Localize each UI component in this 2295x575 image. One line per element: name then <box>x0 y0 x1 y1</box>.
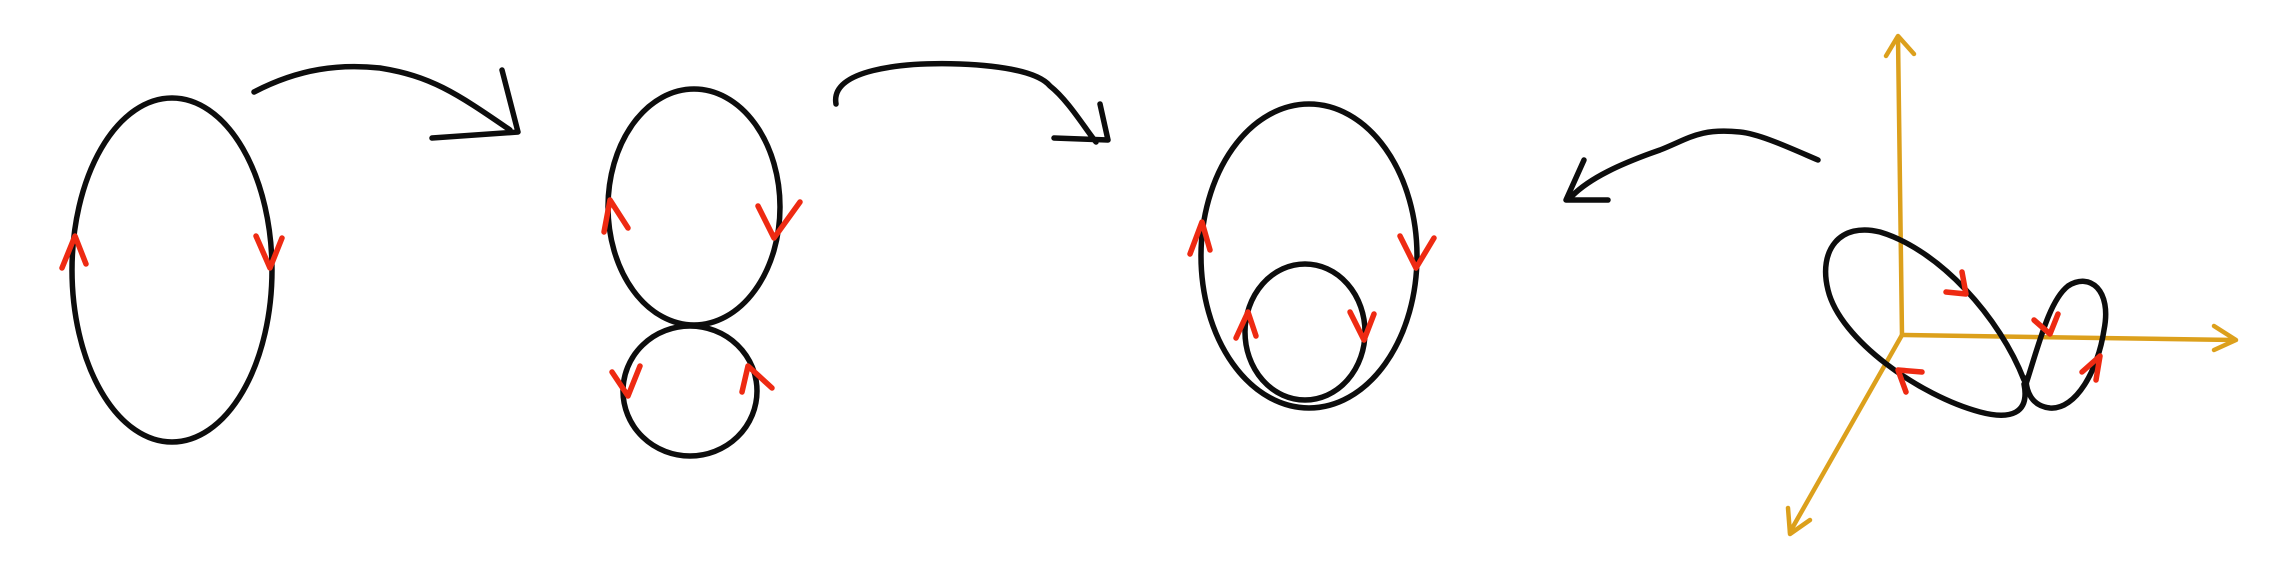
x-axis <box>1899 332 2237 343</box>
arrow-on-small-lobe-bottom <box>2079 353 2103 383</box>
down-arrow-inner-right <box>1347 309 1377 343</box>
z-axis <box>1895 35 1905 338</box>
up-arrow-left <box>601 197 631 235</box>
arrow-on-upper-lobe <box>1943 269 1969 297</box>
down-arrow-right <box>253 233 285 271</box>
loop-curve <box>69 95 275 445</box>
curved-arrow-2-shaft <box>833 60 1099 145</box>
transition-arrow-1 <box>251 63 521 141</box>
down-arrow-outer-right <box>1397 233 1437 271</box>
y-axis <box>1787 332 1905 535</box>
arrow-on-small-lobe-top <box>2031 311 2061 337</box>
curved-arrow-1-shaft <box>251 63 513 133</box>
up-arrow-outer-left <box>1187 219 1213 257</box>
figure-nested-loops <box>1187 101 1437 411</box>
curved-arrow-3-shaft <box>1569 128 1821 199</box>
up-arrow-inner-left <box>1233 309 1259 341</box>
lower-loop-curve <box>620 323 760 459</box>
y-axis-arrowhead <box>1785 505 1813 537</box>
twisted-loop-small-lobe <box>2023 278 2109 411</box>
twisted-loop-large-lobe <box>1822 227 2028 418</box>
curved-arrow-3-head <box>1563 157 1611 203</box>
figure-twisted-loop-3d <box>1785 33 2239 537</box>
figure-single-loop <box>59 95 285 445</box>
outer-loop-curve <box>1198 101 1420 411</box>
curved-arrow-1-head <box>429 67 521 141</box>
down-arrow-right <box>755 199 803 241</box>
up-arrow-left <box>59 233 89 271</box>
x-axis-arrowhead <box>2211 323 2239 353</box>
arrow-on-lower-lobe <box>1895 367 1925 395</box>
curved-arrow-2-head <box>1051 101 1111 143</box>
z-axis-arrowhead <box>1883 33 1917 59</box>
down-arrow-lower-left <box>609 363 643 399</box>
coordinate-axes <box>1785 33 2239 537</box>
transition-arrow-3 <box>1563 128 1821 203</box>
upper-loop-curve <box>605 86 783 328</box>
up-arrow-lower-right <box>739 363 775 395</box>
transition-arrow-2 <box>833 60 1111 145</box>
inner-loop-curve <box>1242 261 1368 403</box>
figure-two-touching-loops <box>601 86 803 459</box>
